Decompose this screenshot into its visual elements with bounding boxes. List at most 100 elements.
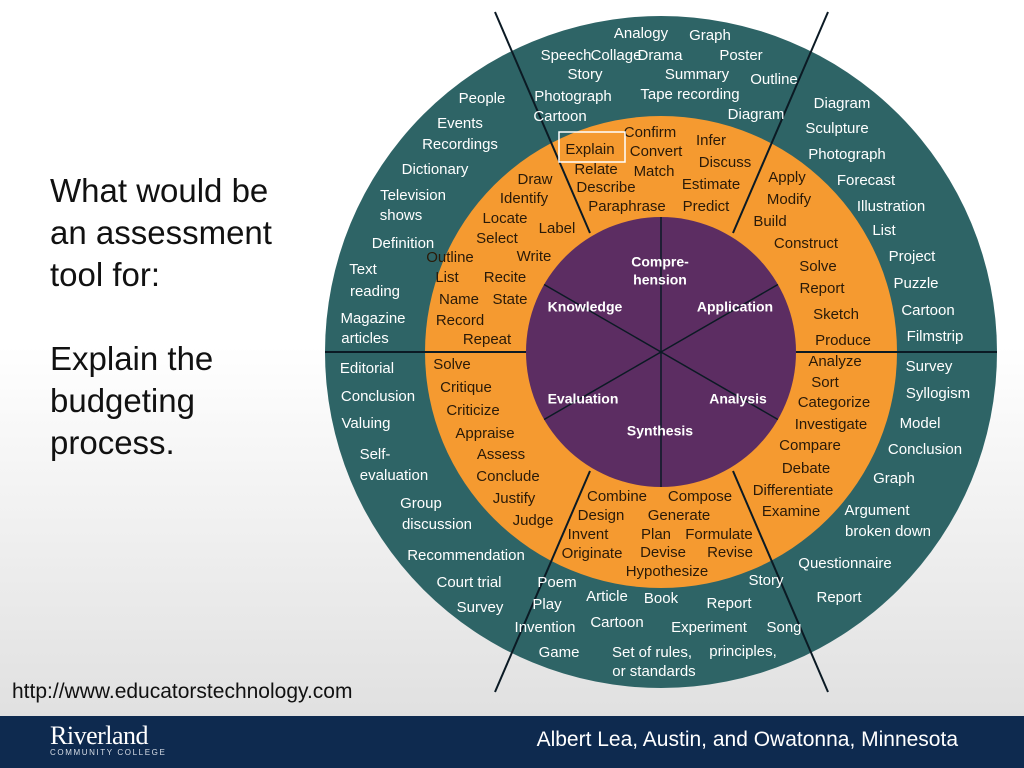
assessment-question: What would be an assessment tool for: Ex… — [50, 170, 320, 464]
product-word: Syllogism — [906, 385, 970, 402]
product-word: Collage — [591, 47, 642, 64]
verb-word: Convert — [630, 143, 683, 160]
verb-word: Appraise — [455, 425, 514, 442]
verb-word: Compose — [668, 488, 732, 505]
product-word: Definition — [372, 235, 435, 252]
verb-word: Locate — [482, 210, 527, 227]
product-word: Graph — [873, 470, 915, 487]
verb-word: Compare — [779, 437, 841, 454]
product-word: Conclusion — [341, 388, 415, 405]
product-word: Story — [748, 572, 784, 589]
product-word: Diagram — [728, 106, 785, 123]
footer-bar: Riverland COMMUNITY COLLEGE Albert Lea, … — [0, 716, 1024, 768]
product-word: Song — [766, 619, 801, 636]
product-word: Cartoon — [590, 614, 643, 631]
verb-word: Name — [439, 291, 479, 308]
verb-word: Solve — [799, 258, 837, 275]
riverland-logo: Riverland COMMUNITY COLLEGE — [50, 721, 166, 758]
verb-word: Label — [539, 220, 576, 237]
product-word: Photograph — [534, 88, 612, 105]
product-word: Experiment — [671, 619, 748, 636]
product-word: shows — [380, 207, 423, 224]
ring-divider-line — [732, 470, 829, 693]
product-word: principles, — [709, 643, 777, 660]
product-word: List — [872, 222, 896, 239]
product-word: Graph — [689, 27, 731, 44]
verb-word: Modify — [767, 191, 812, 208]
verb-word: Justify — [493, 490, 536, 507]
verb-word: Criticize — [446, 402, 499, 419]
verb-word: Explain — [565, 141, 614, 158]
ring-divider-line — [494, 11, 591, 234]
product-word: Recommendation — [407, 547, 525, 564]
question-line: tool for: — [50, 256, 161, 293]
product-word: Speech — [541, 47, 592, 64]
verb-word: Identify — [500, 190, 549, 207]
verb-word: Combine — [587, 488, 647, 505]
product-word: Argument — [844, 502, 910, 519]
product-word: or standards — [612, 663, 695, 680]
verb-word: Invent — [568, 526, 610, 543]
product-word: Model — [900, 415, 941, 432]
product-word: Play — [532, 596, 562, 613]
verb-word: Judge — [513, 512, 554, 529]
explain-highlight-box — [558, 131, 626, 163]
product-word: Magazine — [340, 310, 405, 327]
verb-word: Categorize — [798, 394, 871, 411]
verb-word: Repeat — [463, 331, 512, 348]
verb-word: Infer — [696, 132, 726, 149]
product-word: Conclusion — [888, 441, 962, 458]
level-label-comprehension: hension — [633, 272, 687, 288]
verb-word: Record — [436, 312, 484, 329]
verb-word: Sort — [811, 374, 839, 391]
verb-word: Revise — [707, 544, 753, 561]
question-line: What would be — [50, 172, 269, 209]
product-word: Book — [644, 590, 679, 607]
product-word: broken down — [845, 523, 931, 540]
center-divider-line — [543, 351, 662, 421]
product-word: Puzzle — [893, 275, 938, 292]
product-word: Story — [567, 66, 603, 83]
verb-word: Differentiate — [753, 482, 834, 499]
verb-word: Design — [578, 507, 625, 524]
product-word: evaluation — [360, 467, 428, 484]
verb-word: Draw — [517, 171, 552, 188]
product-word: Dictionary — [402, 161, 469, 178]
product-word: Illustration — [857, 198, 925, 215]
verb-word: Apply — [768, 169, 806, 186]
verb-word: Outline — [426, 249, 474, 266]
product-word: discussion — [402, 516, 472, 533]
verb-word: Generate — [648, 507, 711, 524]
product-word: Survey — [457, 599, 504, 616]
product-word: Project — [889, 248, 937, 265]
verb-word: Estimate — [682, 176, 740, 193]
product-word: Group — [400, 495, 442, 512]
verb-word: Examine — [762, 503, 820, 520]
product-word: Diagram — [814, 95, 871, 112]
product-word: Report — [816, 589, 862, 606]
verb-word: Recite — [484, 269, 527, 286]
center-divider-line — [660, 283, 779, 353]
verb-word: State — [492, 291, 527, 308]
verb-word: Paraphrase — [588, 198, 666, 215]
campus-locations: Albert Lea, Austin, and Owatonna, Minnes… — [536, 728, 958, 751]
product-word: Sculpture — [805, 120, 868, 137]
product-word: reading — [350, 283, 400, 300]
product-word: Analogy — [614, 25, 669, 42]
verb-word: Confirm — [624, 124, 677, 141]
product-word: Filmstrip — [907, 328, 964, 345]
ring-divider-line — [494, 470, 591, 693]
verb-word: Debate — [782, 460, 830, 477]
level-label-knowledge: Knowledge — [548, 299, 623, 315]
product-word: Summary — [665, 66, 730, 83]
level-label-synthesis: Synthesis — [627, 423, 693, 439]
verb-word: Devise — [640, 544, 686, 561]
verb-word: Discuss — [699, 154, 752, 171]
product-word: Outline — [750, 71, 798, 88]
verb-word: Plan — [641, 526, 671, 543]
product-word: Photograph — [808, 146, 886, 163]
product-word: Set of rules, — [612, 644, 692, 661]
logo-name: Riverland — [50, 721, 149, 750]
source-link[interactable]: http://www.educatorstechnology.com — [12, 680, 353, 703]
